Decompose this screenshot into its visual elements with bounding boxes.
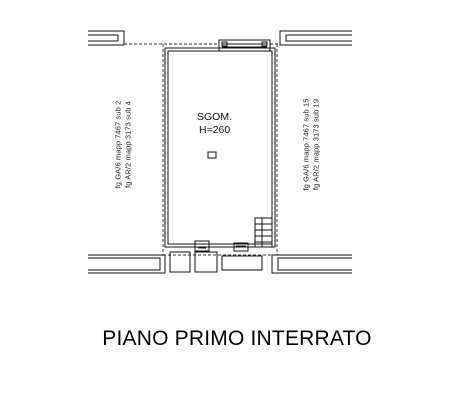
staircase (254, 217, 273, 248)
vent-symbol (207, 151, 217, 159)
top-left-wall (88, 30, 125, 46)
bottom-right-wall (271, 254, 352, 274)
bottom-wall-openings (194, 240, 249, 252)
bottom-left-wall (88, 254, 166, 274)
room-height: H=260 (199, 124, 231, 136)
room-walls (164, 47, 276, 248)
right-cadastral-label-2: fg AR/2 mapp 3173 sub 19 (311, 98, 321, 191)
left-cadastral-label-1: fg GA/6 mapp 7467 sub 2 (113, 100, 123, 189)
room-name: SGOM. (197, 111, 233, 123)
right-cadastral-label-1: fg GA/6 mapp 7467 sub 15 (301, 98, 311, 191)
top-right-wall (279, 30, 352, 46)
drawing-caption: PIANO PRIMO INTERRATO (102, 327, 372, 350)
left-cadastral-label-2: fg AR/2 mapp 3173 sub 4 (123, 101, 133, 188)
top-wall-opening (218, 39, 271, 52)
bottom-center-wall (169, 251, 263, 273)
